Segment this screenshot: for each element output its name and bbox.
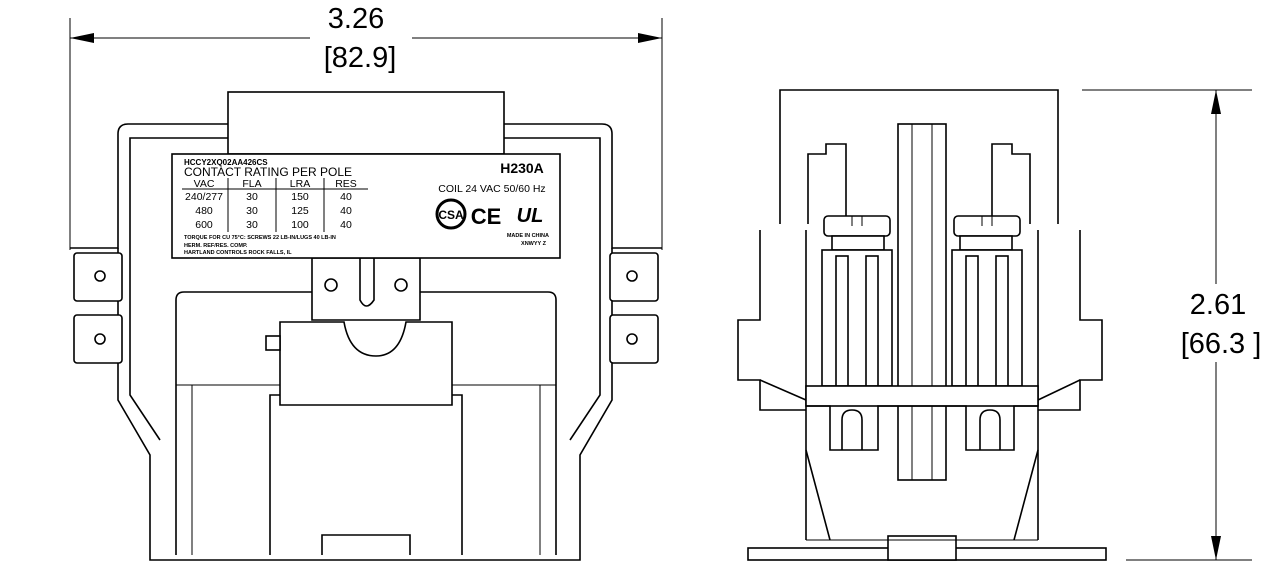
arrow-right-icon: [638, 33, 662, 43]
table-cell: 100: [291, 219, 309, 231]
date-code: XNWYY Z: [521, 241, 547, 247]
csa-mark-icon: CSA: [435, 198, 467, 230]
rating-title: CONTACT RATING PER POLE: [184, 165, 352, 179]
csa-mark-text: CSA: [438, 208, 464, 222]
height-inches: 2.61: [1190, 289, 1246, 321]
table-cell: 30: [246, 191, 258, 203]
table-cell: 30: [246, 205, 258, 217]
table-cell: 40: [340, 191, 352, 203]
arrow-left-icon: [70, 33, 94, 43]
table-cell: 40: [340, 205, 352, 217]
table-cell: 150: [291, 191, 309, 203]
width-mm: [82.9]: [324, 42, 397, 74]
side-view: [737, 89, 1107, 561]
made-in: MADE IN CHINA: [507, 233, 549, 239]
table-header-vac: VAC: [194, 178, 215, 190]
nameplate: [171, 153, 561, 259]
arrow-down-icon: [1211, 536, 1221, 560]
rating-table: VAC FLA LRA RES 240/277 30 150 40 480 30…: [182, 178, 368, 232]
table-cell: 600: [195, 219, 213, 231]
table-header-lra: LRA: [290, 178, 310, 190]
table-header-res: RES: [335, 178, 357, 190]
table-cell: 240/277: [185, 191, 223, 203]
ce-mark-icon: CE: [471, 204, 502, 229]
arrow-up-icon: [1211, 90, 1221, 114]
terminal-left-upper: [73, 252, 123, 302]
height-dimension: 2.61 [66.3 ]: [1082, 89, 1262, 561]
table-cell: 480: [195, 205, 213, 217]
terminal-right-lower: [609, 314, 659, 364]
part-code: HCCY2XQ02AA426CS: [184, 158, 268, 167]
height-mm: [66.3 ]: [1181, 328, 1262, 360]
model-number: H230A: [500, 160, 544, 176]
torque-note: TORQUE FOR CU 75°C: SCREWS 22 LB-IN/LUGS…: [184, 235, 336, 241]
ref-note: HERM. REF/RES. COMP.: [184, 243, 248, 249]
front-view: HCCY2XQ02AA426CS H230A CONTACT RATING PE…: [70, 91, 662, 561]
terminal-left-lower: [73, 314, 123, 364]
coil-rating: COIL 24 VAC 50/60 Hz: [438, 183, 545, 195]
terminal-right-upper: [609, 252, 659, 302]
table-cell: 40: [340, 219, 352, 231]
table-header-fla: FLA: [242, 178, 261, 190]
width-dimension: 3.26 [82.9]: [69, 3, 663, 250]
table-cell: 30: [246, 219, 258, 231]
width-inches: 3.26: [328, 3, 384, 35]
table-cell: 125: [291, 205, 309, 217]
ul-mark-icon: UL: [517, 205, 544, 227]
maker-note: HARTLAND CONTROLS ROCK FALLS, IL: [184, 250, 292, 256]
